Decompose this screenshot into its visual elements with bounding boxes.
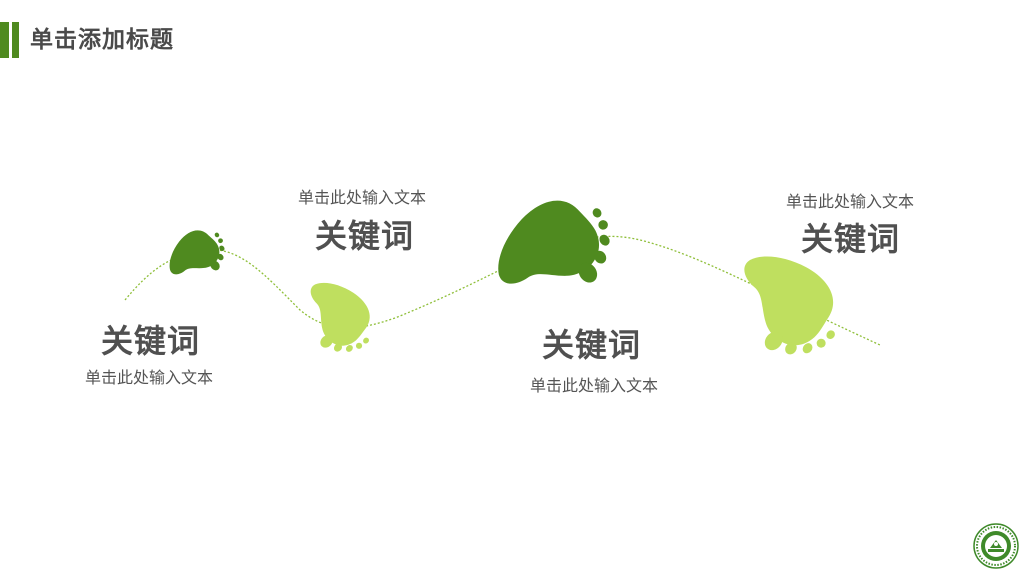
description-1[interactable]: 单击此处输入文本 xyxy=(85,368,214,387)
keyword-4[interactable]: 关键词 xyxy=(801,220,901,258)
footprint-1 xyxy=(158,218,237,294)
footprint-3 xyxy=(478,178,632,325)
description-3[interactable]: 单击此处输入文本 xyxy=(530,376,659,395)
keyword-1[interactable]: 关键词 xyxy=(101,322,201,360)
keyword-3[interactable]: 关键词 xyxy=(542,326,642,364)
keyword-2[interactable]: 关键词 xyxy=(315,217,415,255)
description-2[interactable]: 单击此处输入文本 xyxy=(298,188,427,207)
page-title[interactable]: 单击添加标题 xyxy=(30,27,174,53)
description-4[interactable]: 单击此处输入文本 xyxy=(786,192,915,211)
emblem-seal-icon xyxy=(973,523,1019,569)
footprint-2 xyxy=(287,268,387,368)
